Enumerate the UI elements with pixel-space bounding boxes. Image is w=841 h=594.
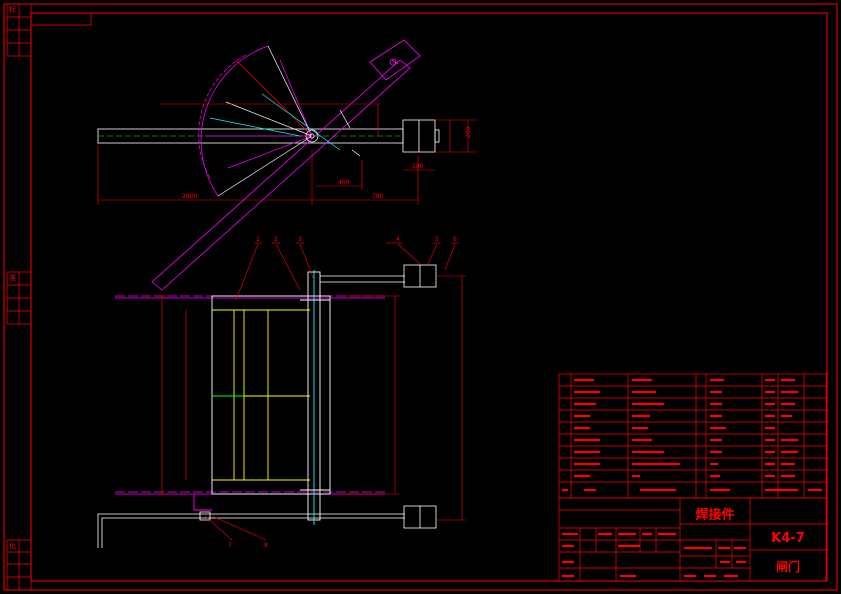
top-dimension-labels: 2800 780 460 180 200 — [182, 126, 472, 200]
balloon-8: 8 — [264, 542, 268, 549]
inner-border — [30, 12, 828, 582]
top-dimensions — [97, 103, 478, 205]
side-label-mid: 准 — [9, 273, 16, 282]
outer-border — [3, 3, 838, 591]
balloon-2: 2 — [274, 236, 278, 243]
top-sector — [198, 45, 361, 197]
balloon-labels: 1 2 3 4 5 6 7 8 — [228, 236, 457, 549]
balloon-7: 7 — [228, 542, 232, 549]
left-margin-strips — [6, 3, 32, 591]
balloon-5: 5 — [435, 236, 439, 243]
part-name: 闸门 — [776, 559, 800, 574]
side-label-top: 标 — [9, 5, 16, 14]
top-arm — [151, 39, 421, 291]
parts-list-table — [558, 373, 827, 499]
dim-box-width: 180 — [412, 163, 424, 170]
part-title: 焊接件 — [695, 507, 734, 523]
front-dimensions — [158, 275, 466, 521]
front-top-rail — [115, 264, 437, 299]
dim-top-left-length: 2800 — [182, 193, 197, 200]
leader-lines — [204, 242, 459, 541]
balloon-6: 6 — [453, 236, 457, 243]
title-block — [558, 497, 827, 582]
front-bottom-rail — [97, 491, 437, 548]
gate-frame — [193, 270, 331, 525]
side-label-bottom: 化 — [9, 541, 16, 550]
parts-list-text-marks — [562, 378, 822, 492]
title-block-text-marks — [562, 532, 746, 578]
drawing-number: K4-7 — [771, 531, 805, 546]
dim-top-right-length: 780 — [372, 193, 384, 200]
dim-arm-offset: 460 — [338, 179, 350, 186]
balloon-3: 3 — [298, 236, 302, 243]
top-beam — [97, 119, 440, 153]
dim-box-height: 200 — [465, 126, 472, 138]
balloon-1: 1 — [256, 236, 260, 243]
balloon-4: 4 — [396, 236, 400, 243]
drawing-number-box-top — [30, 12, 92, 26]
side-label-group: 标 准 化 — [9, 5, 16, 550]
